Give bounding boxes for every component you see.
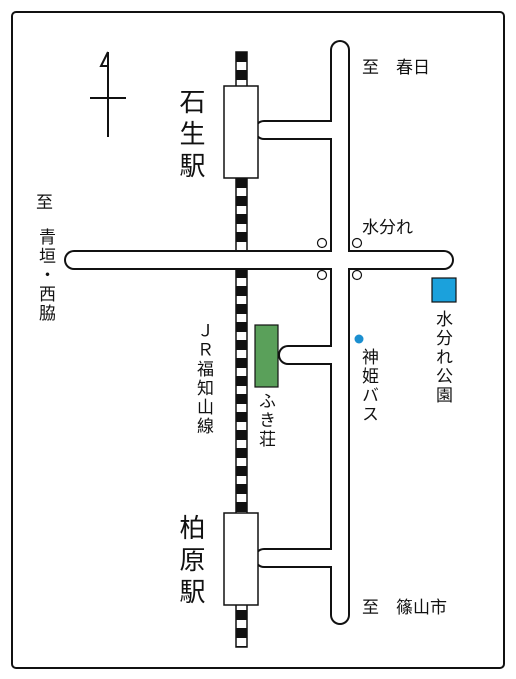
kaibara-station-building	[223, 512, 259, 606]
label-mizubunare: 水分れ	[362, 218, 413, 238]
label-jr-line: ＪＲ福知山線	[193, 322, 213, 436]
ishio-station-building	[223, 85, 259, 179]
intersection-markers	[316, 237, 363, 281]
label-to-aogaki: 至	[36, 193, 53, 213]
fukiso-building	[254, 324, 279, 388]
label-fukiso: ふき荘	[255, 392, 275, 449]
label-mizubunare-park: 水分れ公園	[432, 310, 452, 405]
park-marker-icon	[431, 277, 457, 303]
label-ishio-station: 石生駅	[175, 88, 205, 184]
road-network	[64, 40, 454, 625]
label-aogaki-nishiwaki: 青垣・西脇	[35, 228, 55, 323]
label-shinki-bus: 神姫バス	[358, 348, 378, 424]
north-arrow-icon	[90, 51, 126, 137]
bus-stop-icon	[354, 334, 364, 344]
label-to-sasayama: 至 篠山市	[362, 598, 447, 618]
label-to-kasuga: 至 春日	[362, 58, 430, 78]
label-kaibara-station: 柏原駅	[175, 514, 205, 610]
